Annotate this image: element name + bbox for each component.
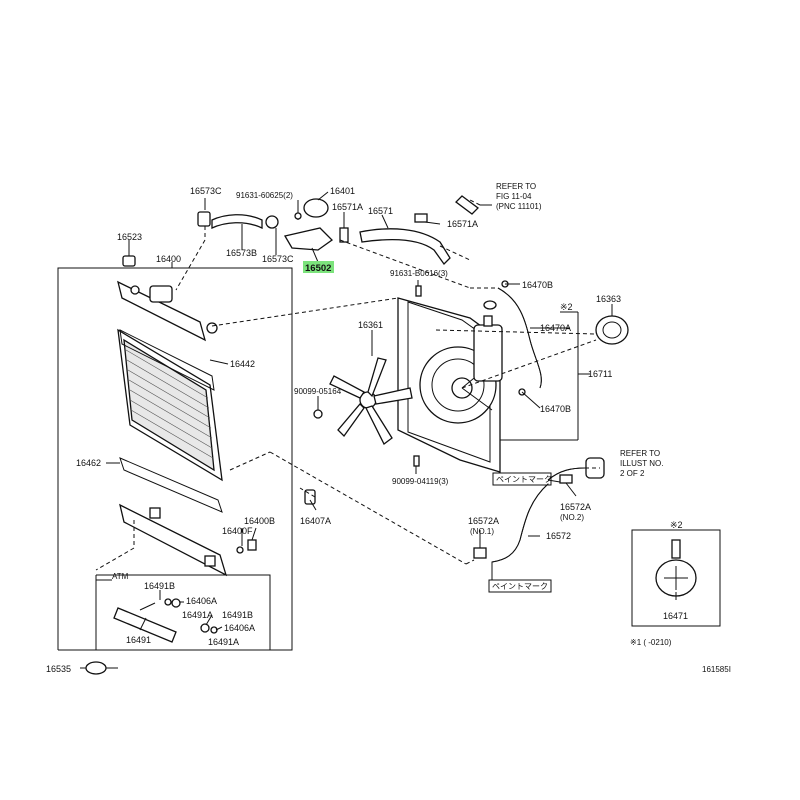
label-16401: 16401 bbox=[330, 186, 355, 196]
label-16573B: 16573B bbox=[226, 248, 257, 258]
label-refer-fig-3: (PNC 11101) bbox=[496, 202, 542, 211]
label-90099-05164: 90099-05164 bbox=[294, 387, 342, 396]
label-16361: 16361 bbox=[358, 320, 383, 330]
upper-hoses bbox=[197, 195, 479, 266]
label-16571A-left: 16571A bbox=[332, 202, 363, 212]
label-16535: 16535 bbox=[46, 664, 71, 674]
label-16462: 16462 bbox=[76, 458, 101, 468]
label-16491B-mid: 16491B bbox=[222, 610, 253, 620]
fan-shroud-16711 bbox=[397, 297, 503, 473]
label-91631-B0616: 91631-B0616(3) bbox=[390, 269, 448, 278]
label-footnote: ※1 ( -0210) bbox=[630, 638, 672, 647]
drain-cock-icon bbox=[236, 539, 257, 554]
label-16572: 16572 bbox=[546, 531, 571, 541]
label-16400B: 16400B bbox=[244, 516, 275, 526]
label-16573C-top: 16573C bbox=[190, 186, 222, 196]
label-16711: 16711 bbox=[588, 369, 612, 379]
label-paint-mark-bottom: ペイントマーク bbox=[492, 582, 548, 591]
label-16572A-right: 16572A bbox=[560, 502, 591, 512]
radiator-cap-16471-box bbox=[631, 529, 721, 627]
label-refer-illust-1: REFER TO bbox=[620, 449, 660, 458]
label-fig-code: 161585I bbox=[702, 665, 731, 674]
label-refer-fig-2: FIG 11-04 bbox=[496, 192, 532, 201]
label-90099-04119: 90099-04119(3) bbox=[392, 477, 449, 486]
label-16400F: 16400F bbox=[222, 526, 253, 536]
atm-subframe bbox=[95, 574, 271, 650]
label-16471: 16471 bbox=[663, 611, 688, 621]
label-refer-illust-3: 2 OF 2 bbox=[620, 469, 645, 478]
label-16572A-left: 16572A bbox=[468, 516, 499, 526]
label-16502: 16502 bbox=[305, 263, 331, 274]
label-16406A-bottom: 16406A bbox=[224, 623, 255, 633]
drain-plug-16535-icon bbox=[80, 661, 107, 675]
label-16470B-bottom: 16470B bbox=[540, 404, 571, 414]
bolt-91631-B0616-icon bbox=[415, 285, 422, 297]
label-16442: 16442 bbox=[230, 359, 255, 369]
label-16571A-right: 16571A bbox=[447, 219, 478, 229]
label-16407A: 16407A bbox=[300, 516, 331, 526]
label-atm: ATM bbox=[112, 572, 129, 581]
bolt-90099-04119-icon bbox=[413, 455, 420, 467]
label-16406A-top: 16406A bbox=[186, 596, 217, 606]
label-no1: (NO.1) bbox=[470, 527, 494, 536]
radiator-core bbox=[117, 280, 228, 577]
radiator-cap-16523-icon bbox=[122, 246, 136, 267]
label-star2-box: ※2 bbox=[670, 520, 683, 530]
label-16470B-top: 16470B bbox=[522, 280, 553, 290]
leader-lines bbox=[95, 191, 677, 669]
nut-90099-05164-icon bbox=[313, 409, 323, 419]
label-16571: 16571 bbox=[368, 206, 393, 216]
label-refer-fig-1: REFER TO bbox=[496, 182, 536, 191]
label-16491B-top: 16491B bbox=[144, 581, 175, 591]
label-star2-top: ※2 bbox=[560, 302, 573, 312]
fan-motor-16363-icon bbox=[595, 315, 629, 345]
part-labels: 16573C 91631-60625(2) 16401 16571A 16571… bbox=[46, 182, 731, 674]
label-refer-illust-2: ILLUST NO. bbox=[620, 459, 663, 468]
label-91631-60625: 91631-60625(2) bbox=[236, 191, 293, 200]
label-16523: 16523 bbox=[117, 232, 142, 242]
label-paint-mark-top: ペイントマーク bbox=[496, 475, 552, 484]
label-16491A-bottom: 16491A bbox=[208, 637, 239, 647]
label-16400: 16400 bbox=[156, 254, 181, 264]
label-16573C-mid: 16573C bbox=[262, 254, 294, 264]
radiator-assembly-frame bbox=[57, 267, 293, 651]
paint-mark-top-box bbox=[492, 472, 552, 486]
paint-mark-bottom-box bbox=[488, 579, 552, 593]
label-16363: 16363 bbox=[596, 294, 621, 304]
fan-16361-icon bbox=[329, 357, 413, 445]
label-16491A: 16491A bbox=[182, 610, 213, 620]
highlight-16502 bbox=[303, 261, 334, 273]
label-16491: 16491 bbox=[126, 635, 151, 645]
label-16470A: 16470A bbox=[540, 323, 571, 333]
label-no2: (NO.2) bbox=[560, 513, 584, 522]
